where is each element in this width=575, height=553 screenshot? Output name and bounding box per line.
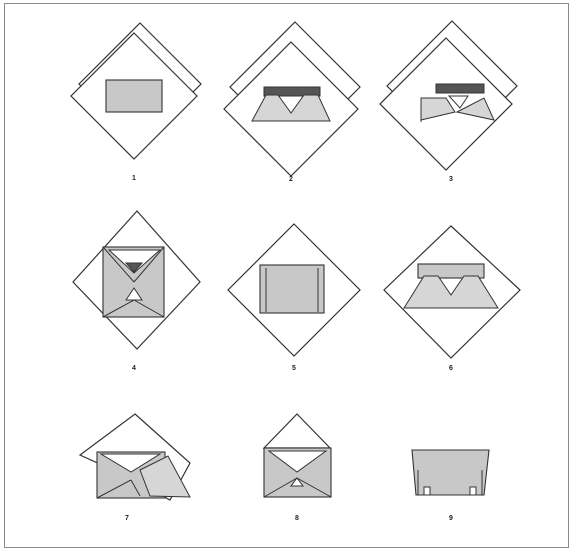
step-8: 8	[264, 414, 331, 522]
step-number-4: 4	[132, 365, 136, 372]
corner-tab	[424, 487, 430, 495]
step-3: 3	[380, 21, 517, 183]
step-4: 4	[73, 211, 200, 372]
step-number-5: 5	[292, 365, 296, 372]
letter-card	[106, 80, 162, 112]
step-number-9: 9	[449, 515, 453, 522]
step-9: 9	[412, 450, 489, 522]
step-2: 2	[224, 22, 360, 183]
step-number-1: 1	[132, 175, 136, 182]
step-number-3: 3	[449, 176, 453, 183]
step-1: 1	[71, 23, 201, 182]
paper-square-front	[224, 42, 358, 176]
step-number-6: 6	[449, 365, 453, 372]
corner-tab	[470, 487, 476, 495]
card-edge	[436, 84, 484, 93]
step-6: 6	[384, 226, 520, 372]
folded-envelope	[260, 265, 324, 313]
top-flap	[264, 414, 330, 448]
step-number-2: 2	[289, 176, 293, 183]
step-5: 5	[228, 224, 360, 372]
step-7: 7	[80, 414, 190, 522]
step-number-8: 8	[295, 515, 299, 522]
paper-square	[384, 226, 520, 358]
step-number-7: 7	[125, 515, 129, 522]
